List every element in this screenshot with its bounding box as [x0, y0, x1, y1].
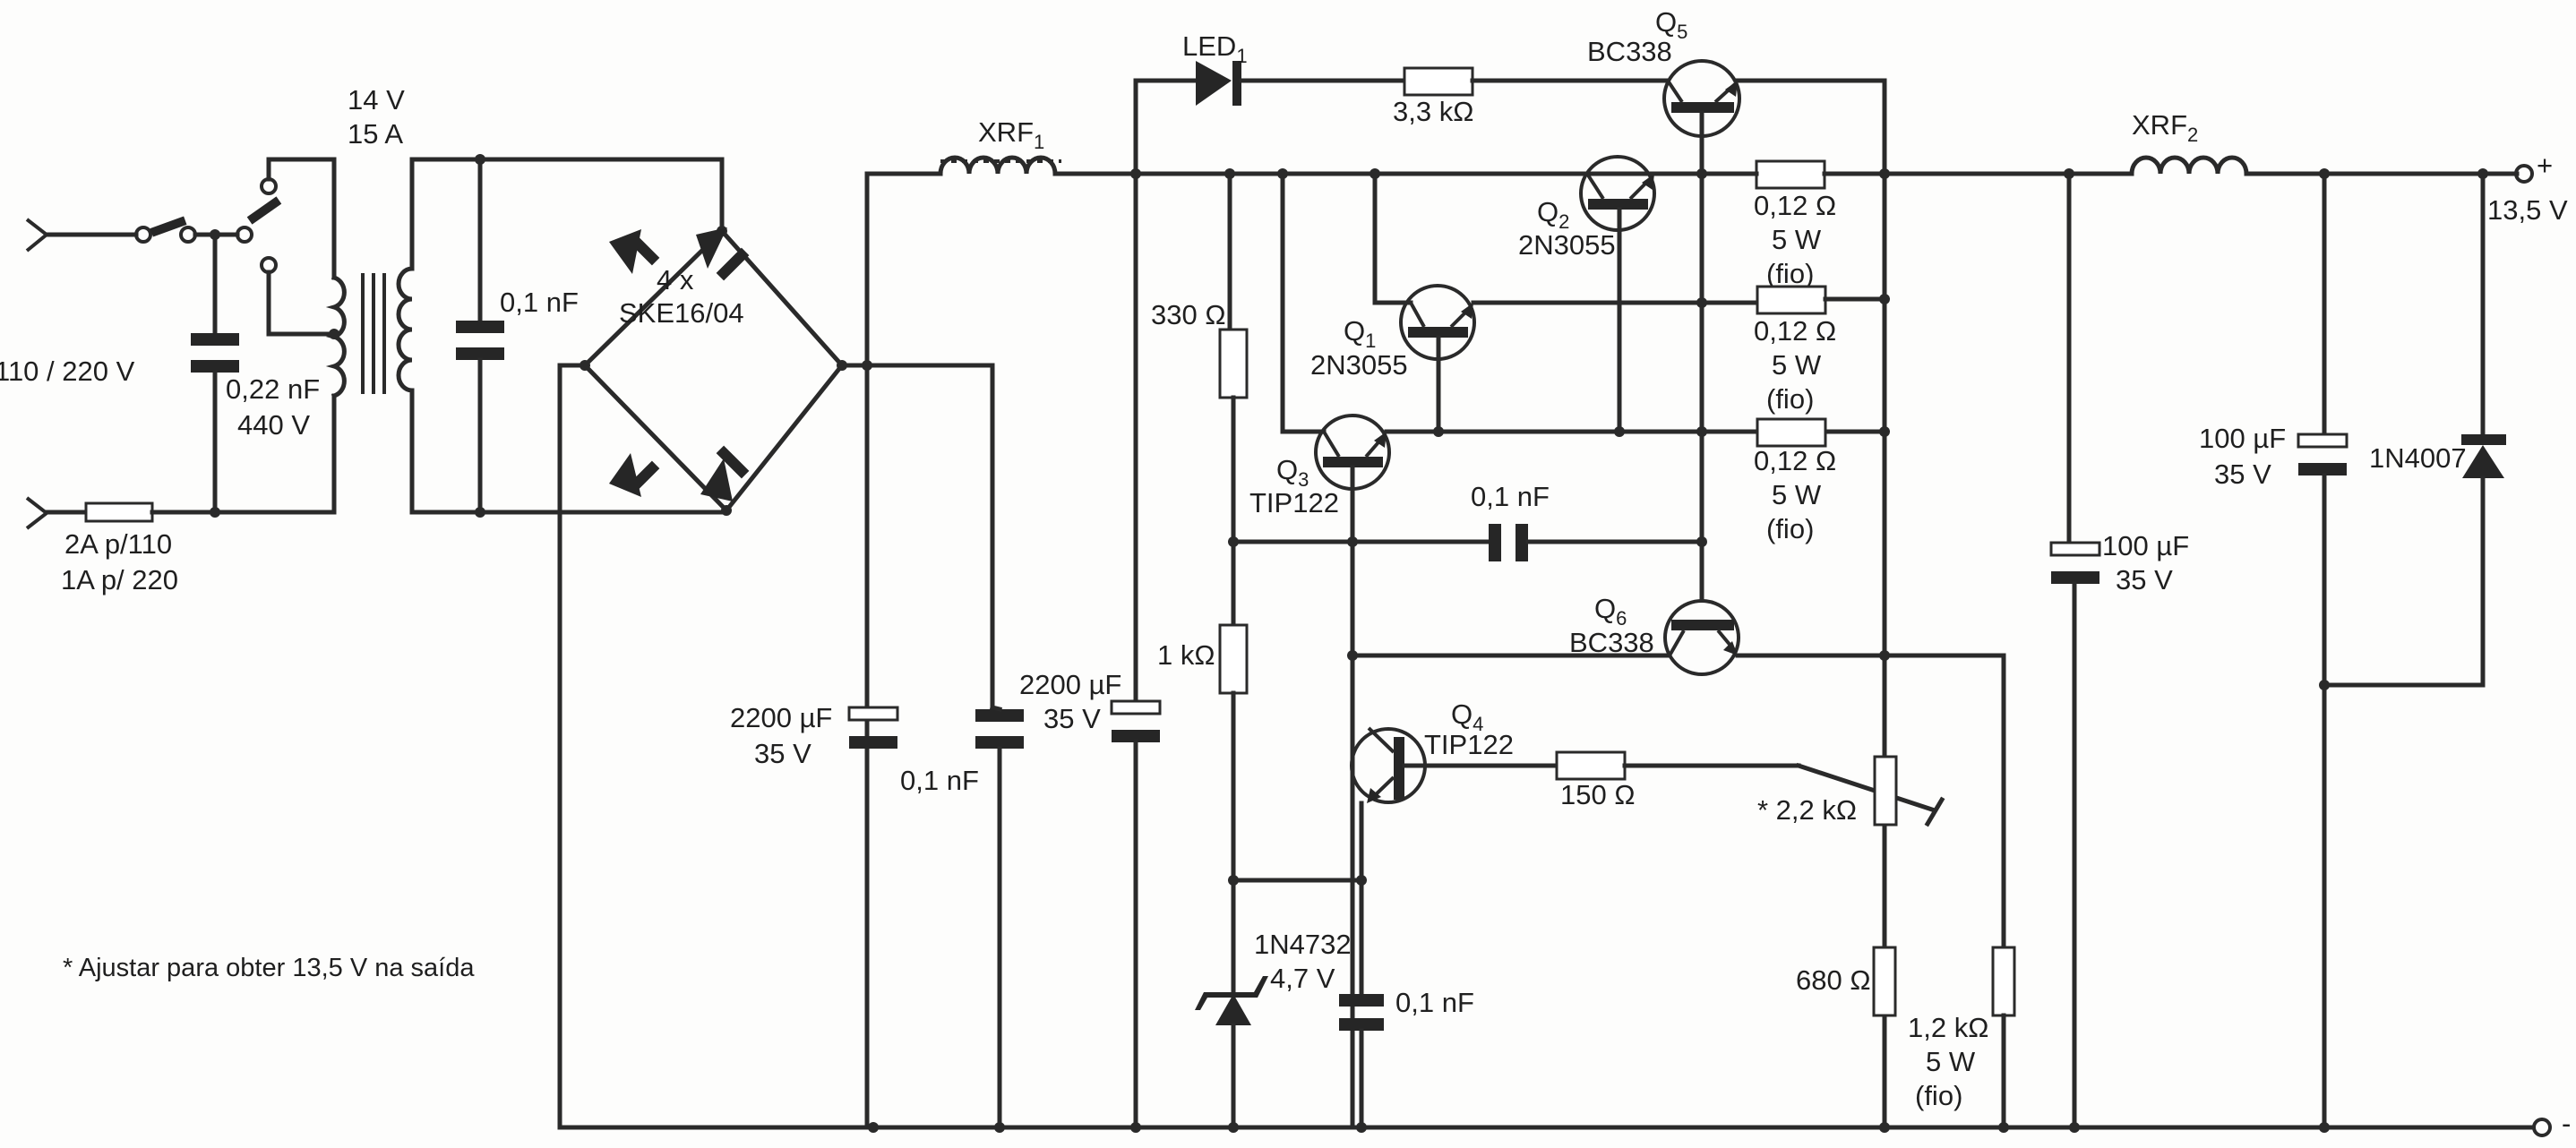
resistor-150-label: 150 Ω — [1560, 779, 1636, 810]
q4-label: Q4 — [1451, 698, 1483, 735]
q3-label: Q3 — [1276, 454, 1309, 491]
plug-bottom-icon — [25, 496, 50, 530]
output-positive-terminal[interactable] — [2514, 164, 2534, 184]
q1-part: 2N3055 — [1310, 349, 1408, 381]
mains-input — [25, 157, 347, 530]
secondary-cap-label: 0,1 nF — [500, 287, 579, 318]
bridge-count: 4 x — [657, 264, 694, 296]
choke-xrf2 — [2129, 155, 2249, 176]
transistor-q6 — [1663, 599, 1740, 676]
shunt-1-power: 5 W — [1772, 224, 1822, 255]
plug-top-icon — [25, 218, 50, 253]
potentiometer-2-2k[interactable] — [1873, 755, 1898, 827]
zener-cap-label: 0,1 nF — [1395, 987, 1474, 1018]
q2-part: 2N3055 — [1518, 229, 1616, 261]
filter-cap-3-value: 2200 µF — [1019, 669, 1121, 700]
q5-part: BC338 — [1587, 36, 1672, 67]
led-icon — [1196, 61, 1232, 106]
q4-part: TIP122 — [1424, 729, 1514, 760]
transformer-voltage: 14 V — [348, 84, 405, 116]
fuse-label-220: 1A p/ 220 — [61, 564, 178, 595]
fuse — [84, 501, 154, 523]
resistor-1k-label: 1 kΩ — [1157, 639, 1215, 671]
filter-cap-1-value: 2200 µF — [730, 702, 832, 733]
secondary-winding — [396, 157, 415, 515]
bridge-rectifier — [580, 226, 847, 516]
filter-cap-2-value: 0,1 nF — [900, 765, 979, 796]
protection-diode-icon — [2461, 434, 2506, 445]
output-cap-1-value: 100 µF — [2102, 530, 2189, 561]
led-label: LED1 — [1182, 30, 1248, 67]
resistor-680 — [1872, 946, 1897, 1017]
shunt-1-value: 0,12 Ω — [1754, 190, 1836, 221]
shunt-2-type: (fio) — [1766, 383, 1814, 415]
shunt-resistor-1 — [1755, 159, 1826, 190]
negative-sign: - — [2562, 1108, 2571, 1139]
filter-cap-2200uF-1 — [847, 706, 899, 722]
resistor-330 — [1218, 328, 1249, 399]
q1-label: Q1 — [1344, 315, 1376, 352]
secondary-cap — [456, 321, 504, 333]
xrf2-label: XRF2 — [2132, 109, 2198, 146]
input-cap-voltage: 440 V — [237, 409, 310, 441]
q6-part: BC338 — [1569, 627, 1654, 658]
zener-diode-icon — [1215, 994, 1251, 1025]
zener-part: 1N4732 — [1254, 929, 1352, 960]
shunt-2-value: 0,12 Ω — [1754, 315, 1836, 347]
zener-voltage: 4,7 V — [1270, 963, 1335, 994]
voltage-selector-switch[interactable] — [246, 196, 282, 225]
output-cap-2-value: 100 µF — [2199, 423, 2286, 454]
resistor-1-2k-power: 5 W — [1926, 1046, 1976, 1077]
resistor-150 — [1555, 750, 1627, 781]
power-switch[interactable] — [150, 216, 187, 237]
output-negative-terminal[interactable] — [2532, 1118, 2552, 1137]
output-voltage-label: 13,5 V — [2487, 194, 2568, 226]
shunt-3-power: 5 W — [1772, 479, 1822, 510]
filter-cap-1-voltage: 35 V — [754, 738, 811, 769]
bridge-part: SKE16/04 — [619, 297, 744, 329]
resistor-1-2k — [1991, 946, 2016, 1017]
primary-winding — [325, 274, 347, 399]
shunt-1-type: (fio) — [1766, 258, 1814, 289]
transformer-current: 15 A — [348, 118, 403, 150]
resistor-330-label: 330 Ω — [1151, 299, 1226, 330]
protection-diode-label: 1N4007 — [2369, 442, 2467, 474]
filter-cap-2200uF-2 — [1110, 699, 1162, 715]
shunt-resistor-3 — [1756, 417, 1827, 448]
positive-sign: + — [2537, 150, 2553, 181]
shunt-resistor-2 — [1756, 285, 1827, 315]
fuse-label-110: 2A p/110 — [64, 528, 172, 560]
resistor-1-2k-value: 1,2 kΩ — [1908, 1012, 1988, 1043]
pot-label: * 2,2 kΩ — [1757, 794, 1857, 826]
q2-label: Q2 — [1537, 196, 1569, 233]
q3-part: TIP122 — [1249, 487, 1339, 518]
resistor-1k — [1218, 623, 1249, 695]
resistor-3-3k — [1403, 66, 1474, 97]
shunt-2-power: 5 W — [1772, 349, 1822, 381]
filter-cap-0-1nF — [975, 709, 1024, 722]
resistor-1-2k-type: (fio) — [1915, 1080, 1962, 1111]
switch-contact — [134, 226, 152, 244]
output-cap-1-voltage: 35 V — [2116, 564, 2173, 595]
output-cap-2-voltage: 35 V — [2214, 458, 2271, 490]
input-voltage-label: 110 / 220 V — [0, 356, 135, 387]
shunt-3-type: (fio) — [1766, 513, 1814, 544]
input-cap-value: 0,22 nF — [226, 373, 320, 405]
comp-cap-label: 0,1 nF — [1471, 481, 1550, 512]
filter-cap-3-voltage: 35 V — [1043, 703, 1101, 734]
transformer — [361, 157, 415, 515]
q6-label: Q6 — [1594, 593, 1627, 630]
adjustment-note: * Ajustar para obter 13,5 V na saída — [63, 954, 475, 982]
q5-label: Q5 — [1655, 6, 1687, 43]
comp-cap — [1489, 524, 1501, 561]
zener-bypass-cap — [1339, 994, 1384, 1007]
resistor-680-label: 680 Ω — [1796, 964, 1871, 996]
xrf1-label: XRF1 — [978, 116, 1044, 153]
resistor-3-3k-label: 3,3 kΩ — [1393, 96, 1473, 127]
output-cap-2 — [2297, 433, 2348, 449]
cap-0-22nF — [191, 333, 239, 346]
output-cap-1 — [2049, 541, 2101, 557]
shunt-3-value: 0,12 Ω — [1754, 445, 1836, 476]
